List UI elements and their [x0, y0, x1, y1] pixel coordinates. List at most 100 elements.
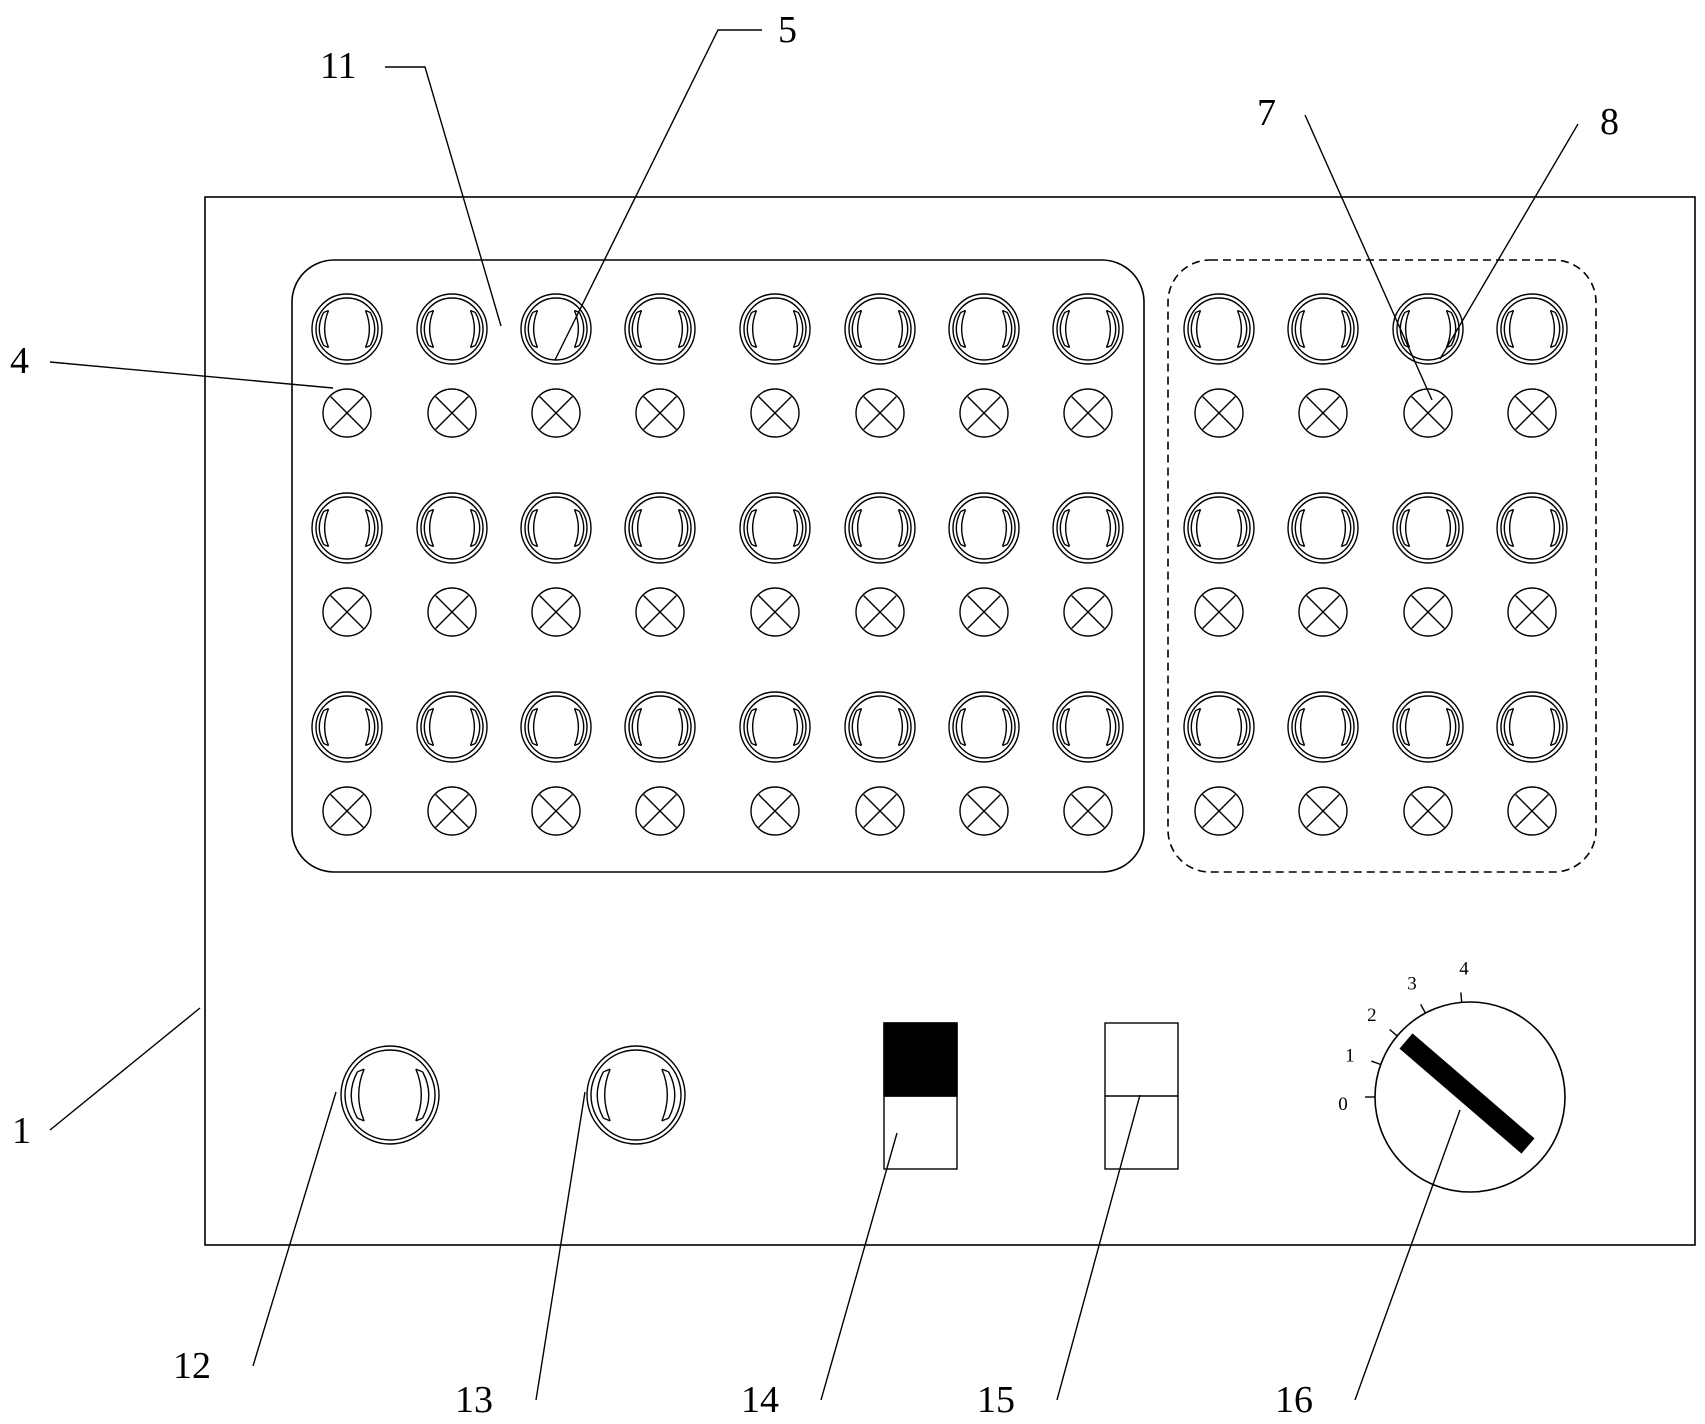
socket-group-main: [291, 259, 1145, 873]
socket[interactable]: [520, 293, 592, 365]
leader-12: [252, 1091, 337, 1367]
indicator-lamp: [531, 388, 581, 438]
indicator-lamp: [750, 587, 800, 637]
dial-scale-label: 1: [1345, 1046, 1355, 1067]
socket[interactable]: [416, 691, 488, 763]
socket[interactable]: [1392, 691, 1464, 763]
switch-15[interactable]: [1104, 1022, 1179, 1170]
reference-numerals: 1 4 5 7 8 11 12 13 14 15 16: [10, 9, 1619, 1421]
label-1: 1: [12, 1110, 31, 1152]
socket-13[interactable]: [586, 1045, 686, 1145]
indicator-lamp: [1063, 388, 1113, 438]
socket[interactable]: [624, 293, 696, 365]
socket[interactable]: [624, 691, 696, 763]
socket[interactable]: [416, 492, 488, 564]
indicator-lamp: [1403, 587, 1453, 637]
socket[interactable]: [844, 293, 916, 365]
socket[interactable]: [1392, 492, 1464, 564]
bottom-socket-row: [340, 1045, 686, 1145]
leader-11: [385, 66, 502, 327]
indicator-lamp: [1507, 587, 1557, 637]
socket[interactable]: [948, 691, 1020, 763]
indicator-lamp: [427, 587, 477, 637]
leader-16: [1354, 1109, 1461, 1401]
dial-tick: [1420, 1003, 1427, 1014]
socket[interactable]: [311, 492, 383, 564]
indicator-lamp: [1194, 786, 1244, 836]
socket[interactable]: [311, 293, 383, 365]
socket[interactable]: [1183, 691, 1255, 763]
socket[interactable]: [1392, 293, 1464, 365]
indicator-lamp: [531, 786, 581, 836]
socket[interactable]: [1496, 293, 1568, 365]
socket[interactable]: [1052, 691, 1124, 763]
dial-scale-label: 3: [1407, 974, 1417, 995]
socket[interactable]: [311, 691, 383, 763]
leader-5: [554, 29, 762, 361]
label-11: 11: [320, 45, 357, 87]
indicator-lamp: [1507, 786, 1557, 836]
dial-scale-label: 2: [1367, 1005, 1377, 1026]
socket[interactable]: [1287, 492, 1359, 564]
indicator-lamp: [635, 587, 685, 637]
leader-14: [820, 1132, 898, 1401]
socket[interactable]: [948, 293, 1020, 365]
indicator-lamp: [959, 786, 1009, 836]
socket[interactable]: [1052, 492, 1124, 564]
leader-lines: [49, 29, 1579, 1401]
socket-12[interactable]: [340, 1045, 440, 1145]
socket[interactable]: [1287, 293, 1359, 365]
socket[interactable]: [739, 691, 811, 763]
socket[interactable]: [844, 492, 916, 564]
socket-group-extension: [1167, 259, 1597, 873]
leader-13: [535, 1091, 586, 1401]
label-7: 7: [1257, 92, 1276, 134]
socket[interactable]: [1183, 293, 1255, 365]
dial-scale-label: 0: [1338, 1094, 1348, 1115]
socket[interactable]: [520, 492, 592, 564]
label-4: 4: [10, 340, 29, 382]
switch-14[interactable]: [883, 1022, 958, 1170]
socket[interactable]: [1287, 691, 1359, 763]
indicator-lamp: [855, 388, 905, 438]
socket[interactable]: [1496, 492, 1568, 564]
indicator-lamp: [855, 786, 905, 836]
panel-housing: [204, 196, 1696, 1246]
leader-15: [1056, 1094, 1141, 1401]
socket-grid-extension: [1183, 293, 1568, 836]
indicator-lamp: [427, 786, 477, 836]
socket[interactable]: [948, 492, 1020, 564]
socket[interactable]: [844, 691, 916, 763]
socket[interactable]: [1183, 492, 1255, 564]
indicator-lamp: [427, 388, 477, 438]
socket[interactable]: [739, 293, 811, 365]
socket[interactable]: [416, 293, 488, 365]
indicator-lamp: [1063, 786, 1113, 836]
leader-7: [1304, 114, 1433, 401]
label-8: 8: [1600, 101, 1619, 143]
leader-8: [1439, 123, 1579, 360]
indicator-lamp: [322, 587, 372, 637]
indicator-lamp: [1298, 786, 1348, 836]
socket[interactable]: [520, 691, 592, 763]
indicator-lamp: [1507, 388, 1557, 438]
indicator-lamp: [1403, 388, 1453, 438]
socket-grid-main: [311, 293, 1124, 836]
indicator-lamp: [635, 388, 685, 438]
indicator-lamp: [322, 786, 372, 836]
indicator-lamp: [322, 388, 372, 438]
socket[interactable]: [1052, 293, 1124, 365]
indicator-lamp: [855, 587, 905, 637]
label-16: 16: [1275, 1379, 1313, 1421]
socket[interactable]: [739, 492, 811, 564]
indicator-lamp: [1298, 587, 1348, 637]
socket[interactable]: [624, 492, 696, 564]
indicator-lamp: [1403, 786, 1453, 836]
indicator-lamp: [1063, 587, 1113, 637]
dial-tick: [1389, 1028, 1398, 1037]
socket[interactable]: [1496, 691, 1568, 763]
dial-pointer: [1399, 1033, 1535, 1154]
